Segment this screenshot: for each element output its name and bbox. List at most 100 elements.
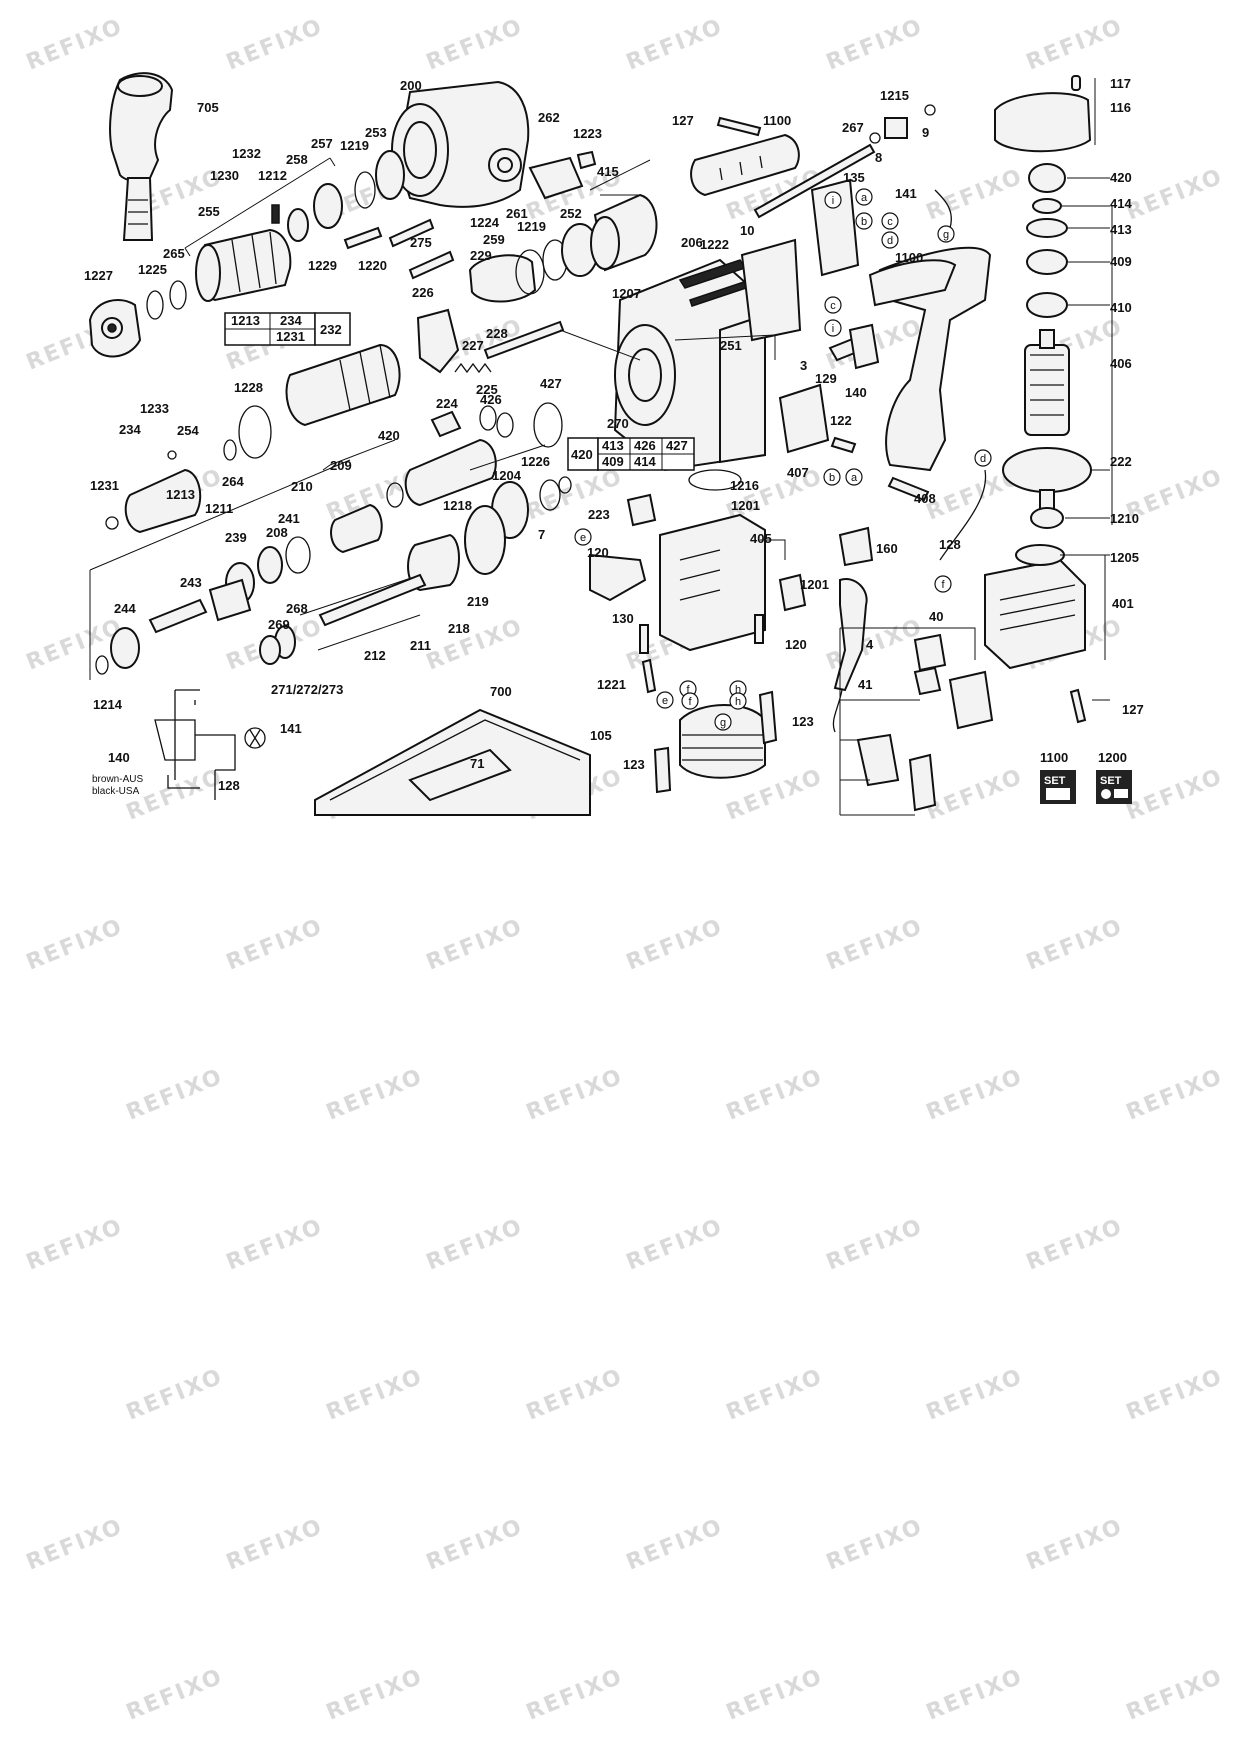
circle-ref-g: g <box>714 713 732 731</box>
part-40b <box>948 670 994 730</box>
wiring-labels: 140 141 128 brown-AUS black-USA <box>92 721 302 797</box>
ring-257 <box>313 183 343 229</box>
part-224 <box>430 410 462 438</box>
circle-ref-e: e <box>656 691 674 709</box>
washer-413 <box>1026 218 1068 238</box>
ring-209 <box>558 476 572 494</box>
circle-ref-a: a <box>855 188 873 206</box>
part-label-1212: 1212 <box>258 168 287 183</box>
part-label-262: 262 <box>538 110 560 125</box>
screw-127 <box>716 116 762 137</box>
watermark-text: REFIXO <box>923 1364 1027 1425</box>
circle-ref-a: a <box>845 468 863 486</box>
plate-102 <box>778 383 830 454</box>
cable-141 <box>934 189 952 229</box>
set-1200-ring-icon <box>1101 789 1111 799</box>
pin-1229 <box>343 226 383 250</box>
piston-222 <box>330 503 383 554</box>
part-label-257: 257 <box>311 136 333 151</box>
part-label-427: 427 <box>540 376 562 391</box>
svg-text:e: e <box>580 532 586 544</box>
seal-1204 <box>688 469 742 491</box>
screw-127b <box>1069 688 1087 724</box>
rod-228 <box>483 320 565 360</box>
circle-ref-c: c <box>881 212 899 230</box>
part-label-223: 223 <box>588 507 610 522</box>
part-label-401: 401 <box>1112 596 1134 611</box>
part-label-140: 140 <box>845 385 867 400</box>
part-label-406: 406 <box>1110 356 1132 371</box>
table-b-420: 420 <box>571 447 593 462</box>
svg-text:d: d <box>887 235 893 247</box>
svg-text:g: g <box>720 717 726 729</box>
part-label-127: 127 <box>672 113 694 128</box>
watermark-text: REFIXO <box>323 1364 427 1425</box>
part-239 <box>208 578 252 622</box>
part-label-700: 700 <box>490 684 512 699</box>
part-label-1218: 1218 <box>443 498 472 513</box>
part-label-258: 258 <box>286 152 308 167</box>
shaft-212 <box>318 573 427 627</box>
svg-text:b: b <box>861 216 867 228</box>
part-label-9: 9 <box>922 125 929 140</box>
part-label-1230: 1230 <box>210 168 239 183</box>
watermark-text: REFIXO <box>623 914 727 975</box>
part-label-241: 241 <box>278 511 300 526</box>
set-number-1100: 1100 <box>1040 750 1068 765</box>
part-label-7: 7 <box>538 527 545 542</box>
wiring-label-128: 128 <box>218 778 240 793</box>
part-40d <box>908 753 937 812</box>
set-1200-brush-icon <box>1114 789 1128 798</box>
set-badge-1200 <box>1096 770 1132 804</box>
ring-253 <box>375 150 405 200</box>
watermark-text: REFIXO <box>1023 1214 1127 1275</box>
part-label-128: 128 <box>939 537 961 552</box>
circle-ref-f: f <box>934 575 952 593</box>
part-40c <box>856 733 900 787</box>
buffer-244 <box>110 627 140 669</box>
ring-265 <box>169 280 187 310</box>
part-label-268: 268 <box>286 601 308 616</box>
motor-cover-401 <box>984 544 1086 670</box>
svg-text:e: e <box>662 695 668 707</box>
part-label-1229: 1229 <box>308 258 337 273</box>
watermark-text: REFIXO <box>323 1064 427 1125</box>
part-label-1214: 1214 <box>93 697 123 712</box>
cover-116 <box>994 92 1092 153</box>
watermark-text: REFIXO <box>823 1514 927 1575</box>
set-badges: 1100 1200 SET SET <box>1040 750 1132 804</box>
watermark-text: REFIXO <box>23 14 127 75</box>
part-label-211: 211 <box>410 638 431 653</box>
wiring-diagram <box>154 689 266 800</box>
plug-160 <box>838 526 874 567</box>
watermark-text: REFIXO <box>423 1514 527 1575</box>
washer-8 <box>869 132 881 144</box>
wiring-label-140: 140 <box>108 750 130 765</box>
ring-259 <box>515 249 545 295</box>
ball-254 <box>167 450 177 460</box>
part-label-218: 218 <box>448 621 470 636</box>
part-label-160: 160 <box>876 541 898 556</box>
part-label-228: 228 <box>486 326 508 341</box>
circle-ref-f: f <box>681 692 699 710</box>
ring-426 <box>496 412 514 438</box>
circle-ref-d: d <box>974 449 992 467</box>
watermark-text: REFIXO <box>223 1514 327 1575</box>
table-b: 420 413 426 427 409 414 <box>567 437 695 471</box>
ring-1218 <box>285 536 311 574</box>
part-label-410: 410 <box>1110 300 1132 315</box>
watermark-text: REFIXO <box>423 914 527 975</box>
part-label-1211: 1211 <box>205 501 233 516</box>
part-1212 <box>287 208 309 242</box>
part-label-1207: 1207 <box>612 286 641 301</box>
part-label-1201: 1201 <box>800 577 829 592</box>
watermark-text: REFIXO <box>1123 164 1227 225</box>
main-handle-1100 <box>868 246 992 472</box>
circle-ref-h: h <box>729 692 747 710</box>
part-label-208: 208 <box>266 525 288 540</box>
svg-text:i: i <box>832 195 834 207</box>
svg-text:a: a <box>861 192 868 204</box>
watermark-text: REFIXO <box>1023 14 1127 75</box>
